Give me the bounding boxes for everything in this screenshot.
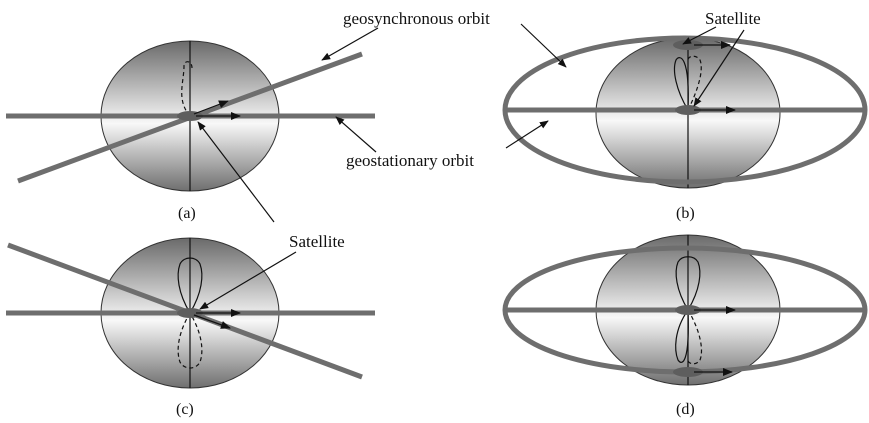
label-geostationary-orbit: geostationary orbit — [346, 151, 474, 170]
ground-track-b — [673, 57, 689, 111]
pointer-satellite-b-mid — [693, 29, 745, 107]
pointer-geostationary-b — [505, 120, 549, 149]
ground-track-a — [181, 61, 193, 117]
ground-track-d-south — [675, 309, 689, 363]
panel-label-d: (d) — [676, 401, 695, 418]
satellite-b — [675, 105, 701, 115]
label-geosynchronous-orbit: geosynchronous orbit — [343, 9, 490, 28]
pointer-satellite-c — [199, 251, 297, 310]
label-satellite-c: Satellite — [289, 232, 345, 251]
velocity-arrow-c2 — [193, 314, 231, 329]
pointer-geostationary-a — [335, 116, 377, 153]
label-satellite-b: Satellite — [705, 9, 761, 28]
ground-track-b-dashed — [687, 55, 702, 111]
panel-a: (a) — [6, 40, 375, 222]
panel-d: (d) — [502, 234, 868, 418]
pointer-geosynchronous-a — [321, 27, 379, 61]
velocity-arrow-a2 — [193, 100, 229, 115]
panel-label-a: (a) — [178, 205, 196, 222]
ground-track-d-north — [675, 256, 701, 311]
pointer-satellite-b-top — [682, 26, 717, 45]
satellite-d-bottom — [673, 367, 703, 377]
pointer-satellite-a — [197, 121, 275, 223]
ground-track-c-south — [177, 312, 203, 369]
callouts: geosynchronous orbit geostationary orbit… — [197, 9, 761, 310]
panel-c: (c) — [6, 237, 375, 418]
ground-track-d-south-dashed — [687, 309, 703, 365]
satellite-d — [675, 305, 701, 315]
satellite-b-top — [673, 40, 703, 50]
panel-label-b: (b) — [676, 205, 695, 222]
ground-track-c-north — [177, 257, 203, 314]
panel-b: (b) — [502, 35, 868, 222]
pointer-geosynchronous-b — [520, 23, 567, 68]
panel-label-c: (c) — [176, 401, 194, 418]
